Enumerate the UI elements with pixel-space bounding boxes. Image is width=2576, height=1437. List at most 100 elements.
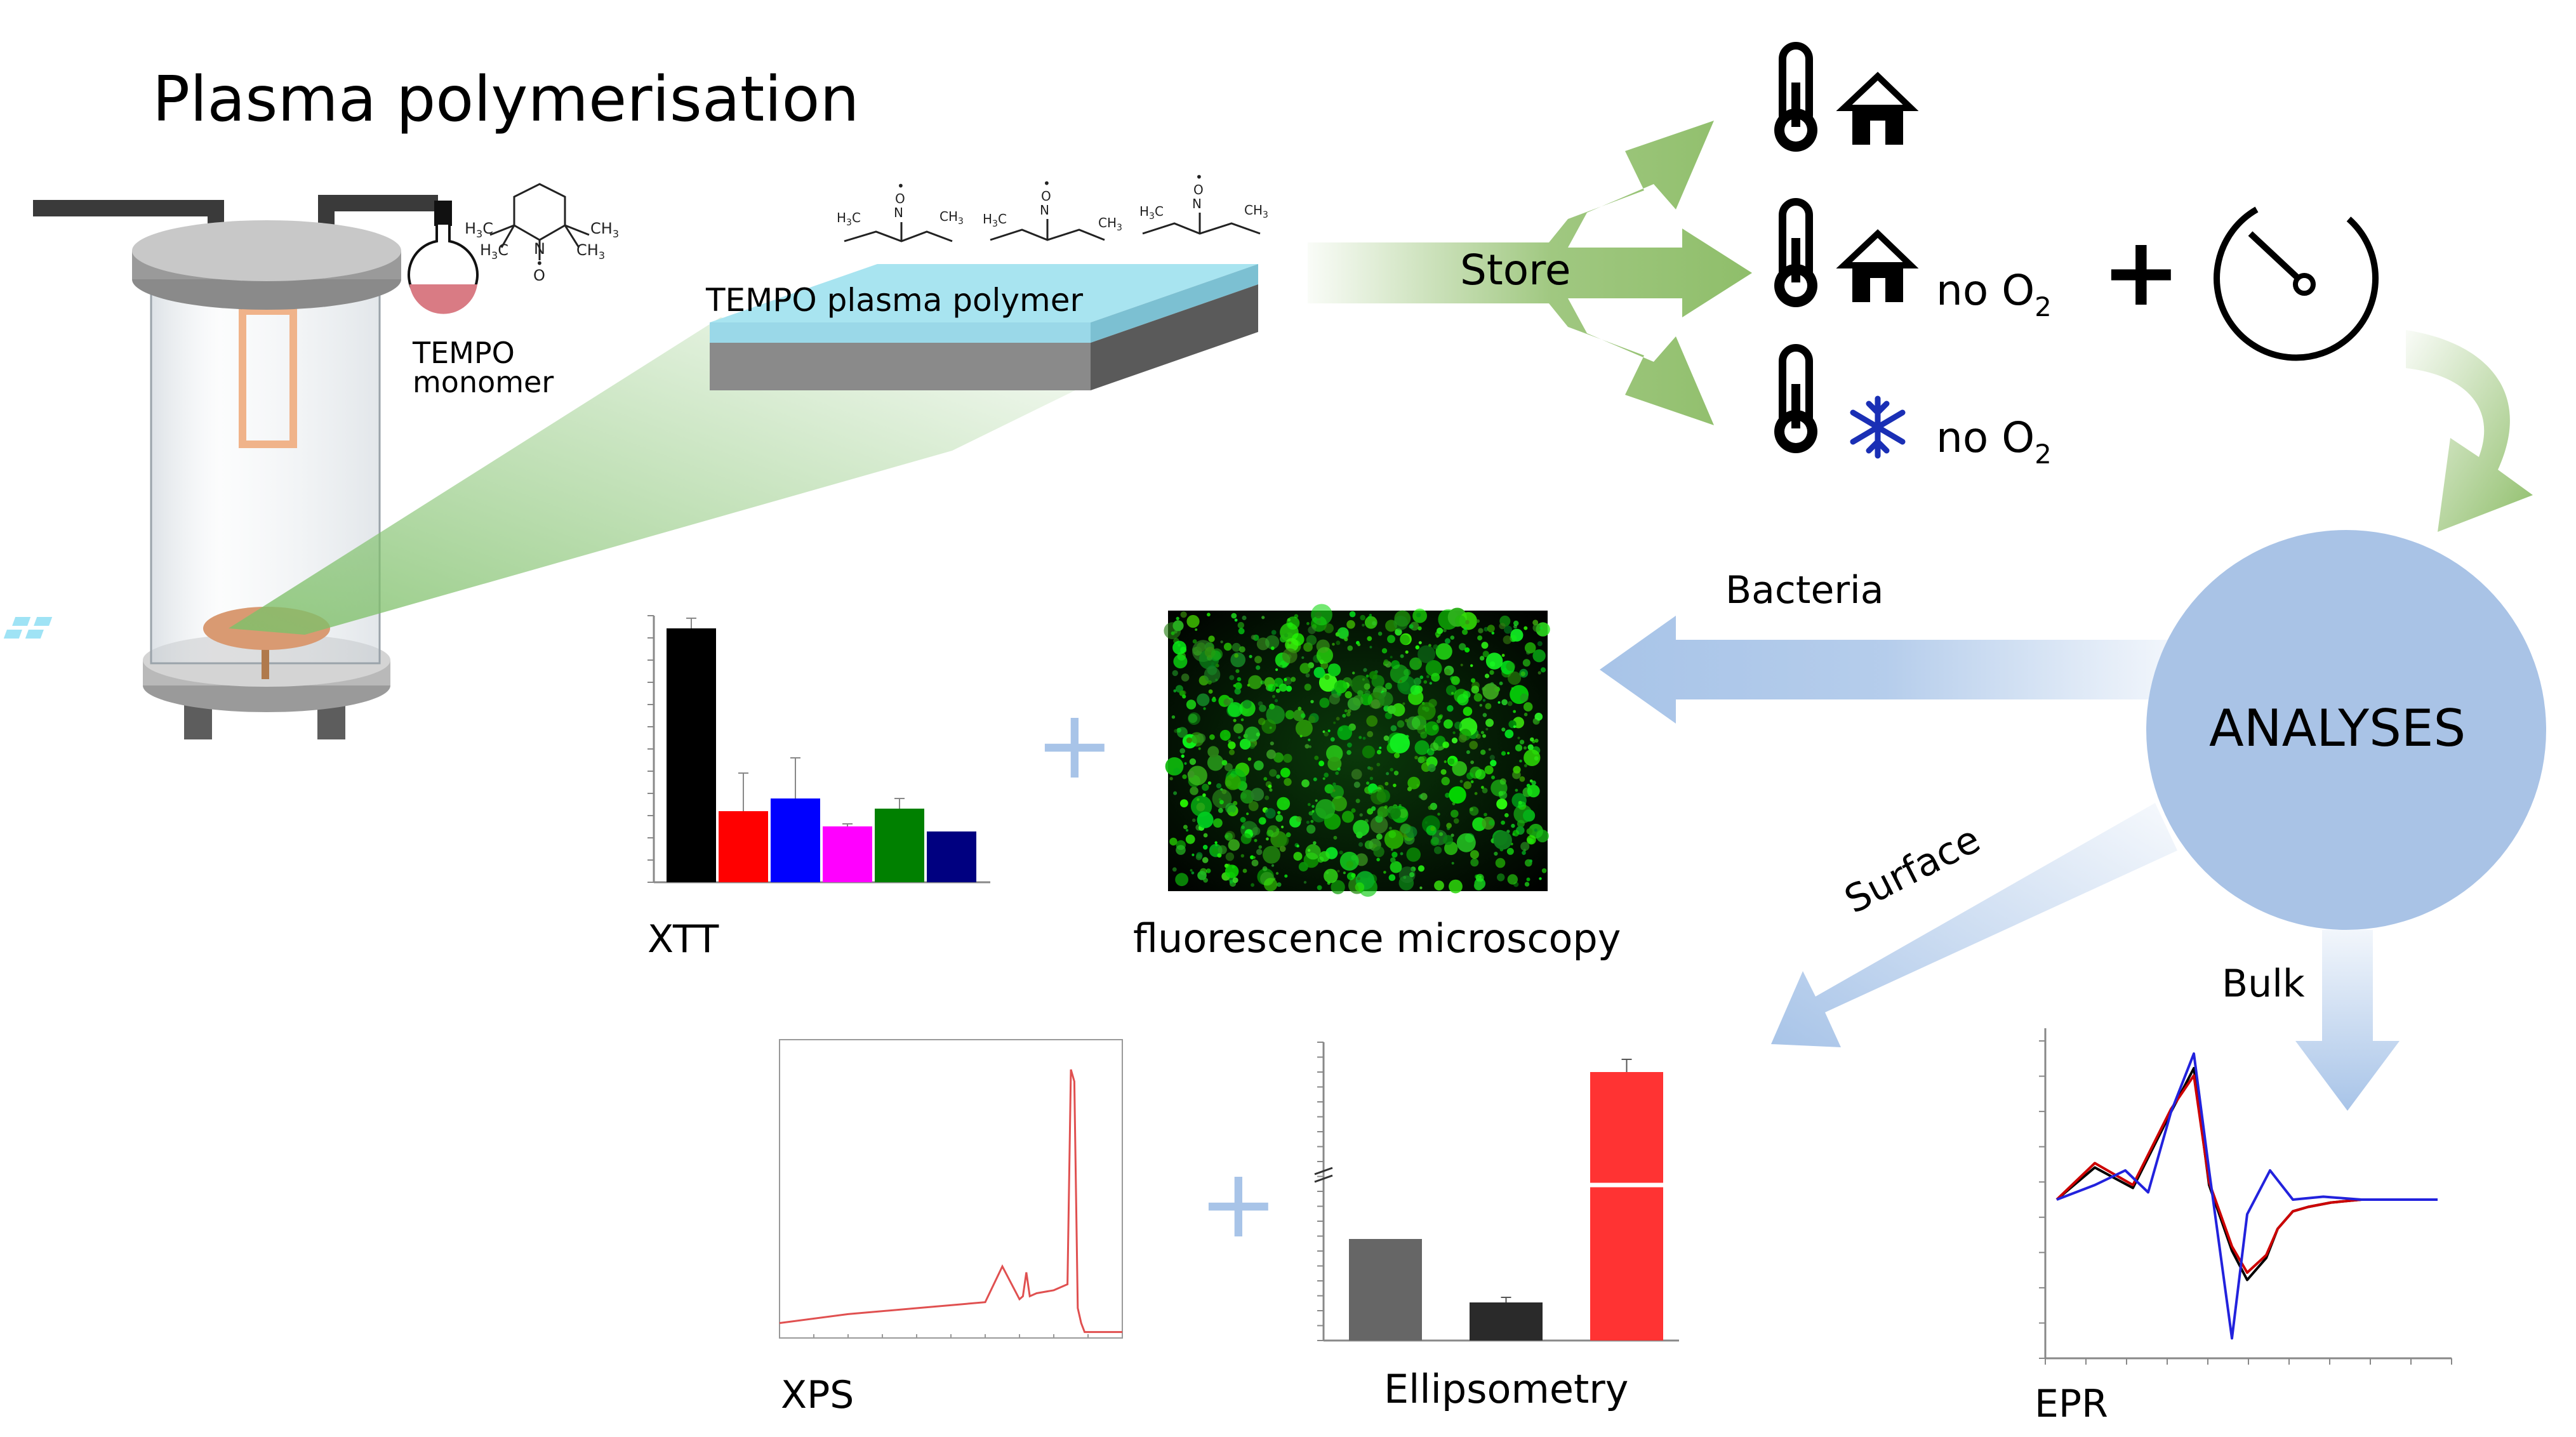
fluorescence-spot xyxy=(1256,732,1261,737)
fluorescence-spot xyxy=(1357,877,1360,880)
fluorescence-spot xyxy=(1369,671,1378,680)
fluorescence-spot xyxy=(1485,652,1503,670)
fluorescence-spot xyxy=(1383,871,1386,874)
fluorescence-spot xyxy=(1436,719,1441,724)
fluorescence-spot xyxy=(1299,663,1311,674)
fluorescence-spot xyxy=(1434,846,1442,854)
fluorescence-spot xyxy=(1503,635,1512,644)
fluorescence-spot xyxy=(1190,869,1193,872)
fluorescence-spot xyxy=(1470,850,1479,859)
fluorescence-spot xyxy=(1444,760,1447,764)
fluorescence-spot xyxy=(1390,656,1393,659)
fluorescence-spot xyxy=(1285,685,1292,692)
fluorescence-spot xyxy=(1332,782,1336,786)
fluorescence-spot xyxy=(1229,675,1235,680)
fluorescence-spot xyxy=(1539,877,1542,880)
fluorescence-spot xyxy=(1475,734,1481,739)
fluorescence-spot xyxy=(1220,788,1223,791)
fluorescence-spot xyxy=(1391,851,1398,858)
fluorescence-spot xyxy=(1327,729,1331,732)
fluorescence-spot xyxy=(1232,642,1241,652)
fluorescence-spot xyxy=(1497,873,1505,882)
fluorescence-spot xyxy=(1513,725,1517,729)
fluorescence-spot xyxy=(1283,753,1292,763)
fluorescence-spot xyxy=(1484,812,1487,817)
fluorescence-spot xyxy=(1197,798,1200,802)
fluorescence-spot xyxy=(1475,873,1484,882)
fluorescence-spot xyxy=(1351,769,1362,780)
fluorescence-spot xyxy=(1233,802,1237,805)
fluorescence-spot xyxy=(1318,760,1325,767)
fluorescence-spot xyxy=(1260,680,1265,685)
fluorescence-spot xyxy=(1463,781,1471,790)
fluorescence-spot xyxy=(1324,623,1334,633)
fluorescence-spot xyxy=(1187,771,1195,778)
svg-text:O: O xyxy=(1041,189,1051,204)
fluorescence-spot xyxy=(1393,771,1399,776)
fluorescence-spot xyxy=(1524,749,1541,767)
fluorescence-spot xyxy=(1506,847,1514,855)
fluorescence-spot xyxy=(1248,801,1259,811)
fluorescence-spot xyxy=(1484,626,1489,632)
fluorescence-spot xyxy=(1285,710,1295,720)
fluorescence-spot xyxy=(1369,646,1372,649)
fluorescence-spot xyxy=(1176,845,1186,855)
fluorescence-spot xyxy=(1298,862,1308,871)
fluorescence-spot xyxy=(1234,688,1241,695)
fluorescence-spot xyxy=(1343,871,1346,875)
fluorescence-spot xyxy=(1189,758,1197,765)
fluorescence-spot xyxy=(1186,614,1200,628)
fluorescence-spot xyxy=(1269,769,1277,777)
fluorescence-spot xyxy=(1482,788,1488,793)
fluorescence-spot xyxy=(1524,882,1530,887)
fluorescence-spot xyxy=(1522,659,1530,667)
fluorescence-spot xyxy=(1428,805,1433,811)
fluorescence-spot xyxy=(1499,681,1503,685)
plus-sign-surface: + xyxy=(1198,1149,1278,1259)
fluorescence-spot xyxy=(1439,714,1444,718)
fluorescence-spot xyxy=(1202,793,1206,797)
ellipsometry-chart xyxy=(1314,1042,1679,1342)
fluorescence-spot xyxy=(1275,668,1278,672)
fluorescence-spot xyxy=(1413,677,1421,685)
fluorescence-spot xyxy=(1342,713,1346,718)
fluorescence-spot xyxy=(1275,814,1284,822)
fluorescence-spot xyxy=(1191,734,1200,744)
fluorescence-spot xyxy=(1211,662,1214,666)
no-o2-label-room: no O2 xyxy=(1936,266,2052,322)
svg-text:•: • xyxy=(1195,169,1203,185)
fluorescence-spot xyxy=(1251,635,1256,640)
fluorescence-spot xyxy=(1337,725,1352,741)
fluorescence-spot xyxy=(1372,621,1377,626)
fluorescence-spot xyxy=(1327,757,1342,771)
fluorescence-spot xyxy=(1228,741,1236,750)
fluorescence-spot xyxy=(1204,666,1221,683)
fluorescence-spot xyxy=(1352,672,1355,675)
fluorescence-spot xyxy=(1484,765,1494,774)
fluorescence-spot xyxy=(1496,688,1499,692)
fluorescence-spot xyxy=(1481,786,1484,789)
fluorescence-spot xyxy=(1277,811,1281,814)
fluorescence-spot xyxy=(1431,673,1440,682)
fluorescence-spot xyxy=(1182,694,1186,699)
fluorescence-spot xyxy=(1445,793,1451,798)
fluorescence-spot xyxy=(1371,699,1381,709)
fluorescence-spot xyxy=(1247,757,1252,761)
fluorescence-spot xyxy=(1202,845,1208,850)
fluorescence-spot xyxy=(1308,715,1316,724)
fluorescence-spot xyxy=(1173,791,1178,795)
fluorescence-spot xyxy=(1440,769,1447,775)
fluorescence-spot xyxy=(1314,755,1319,760)
fluorescence-spot xyxy=(1277,882,1282,887)
fluorescence-spot xyxy=(1306,622,1310,625)
fluorescence-spot xyxy=(1192,647,1197,652)
fluorescence-spot xyxy=(1383,659,1389,665)
fluorescence-spot xyxy=(1344,709,1348,713)
fluorescence-spot xyxy=(1362,623,1365,627)
fluorescence-spot xyxy=(1333,835,1338,840)
fluorescence-spot xyxy=(1228,839,1240,851)
fluorescence-spot xyxy=(1433,644,1438,650)
fluorescence-spot xyxy=(1291,677,1296,682)
fluorescence-spot xyxy=(1181,673,1190,682)
